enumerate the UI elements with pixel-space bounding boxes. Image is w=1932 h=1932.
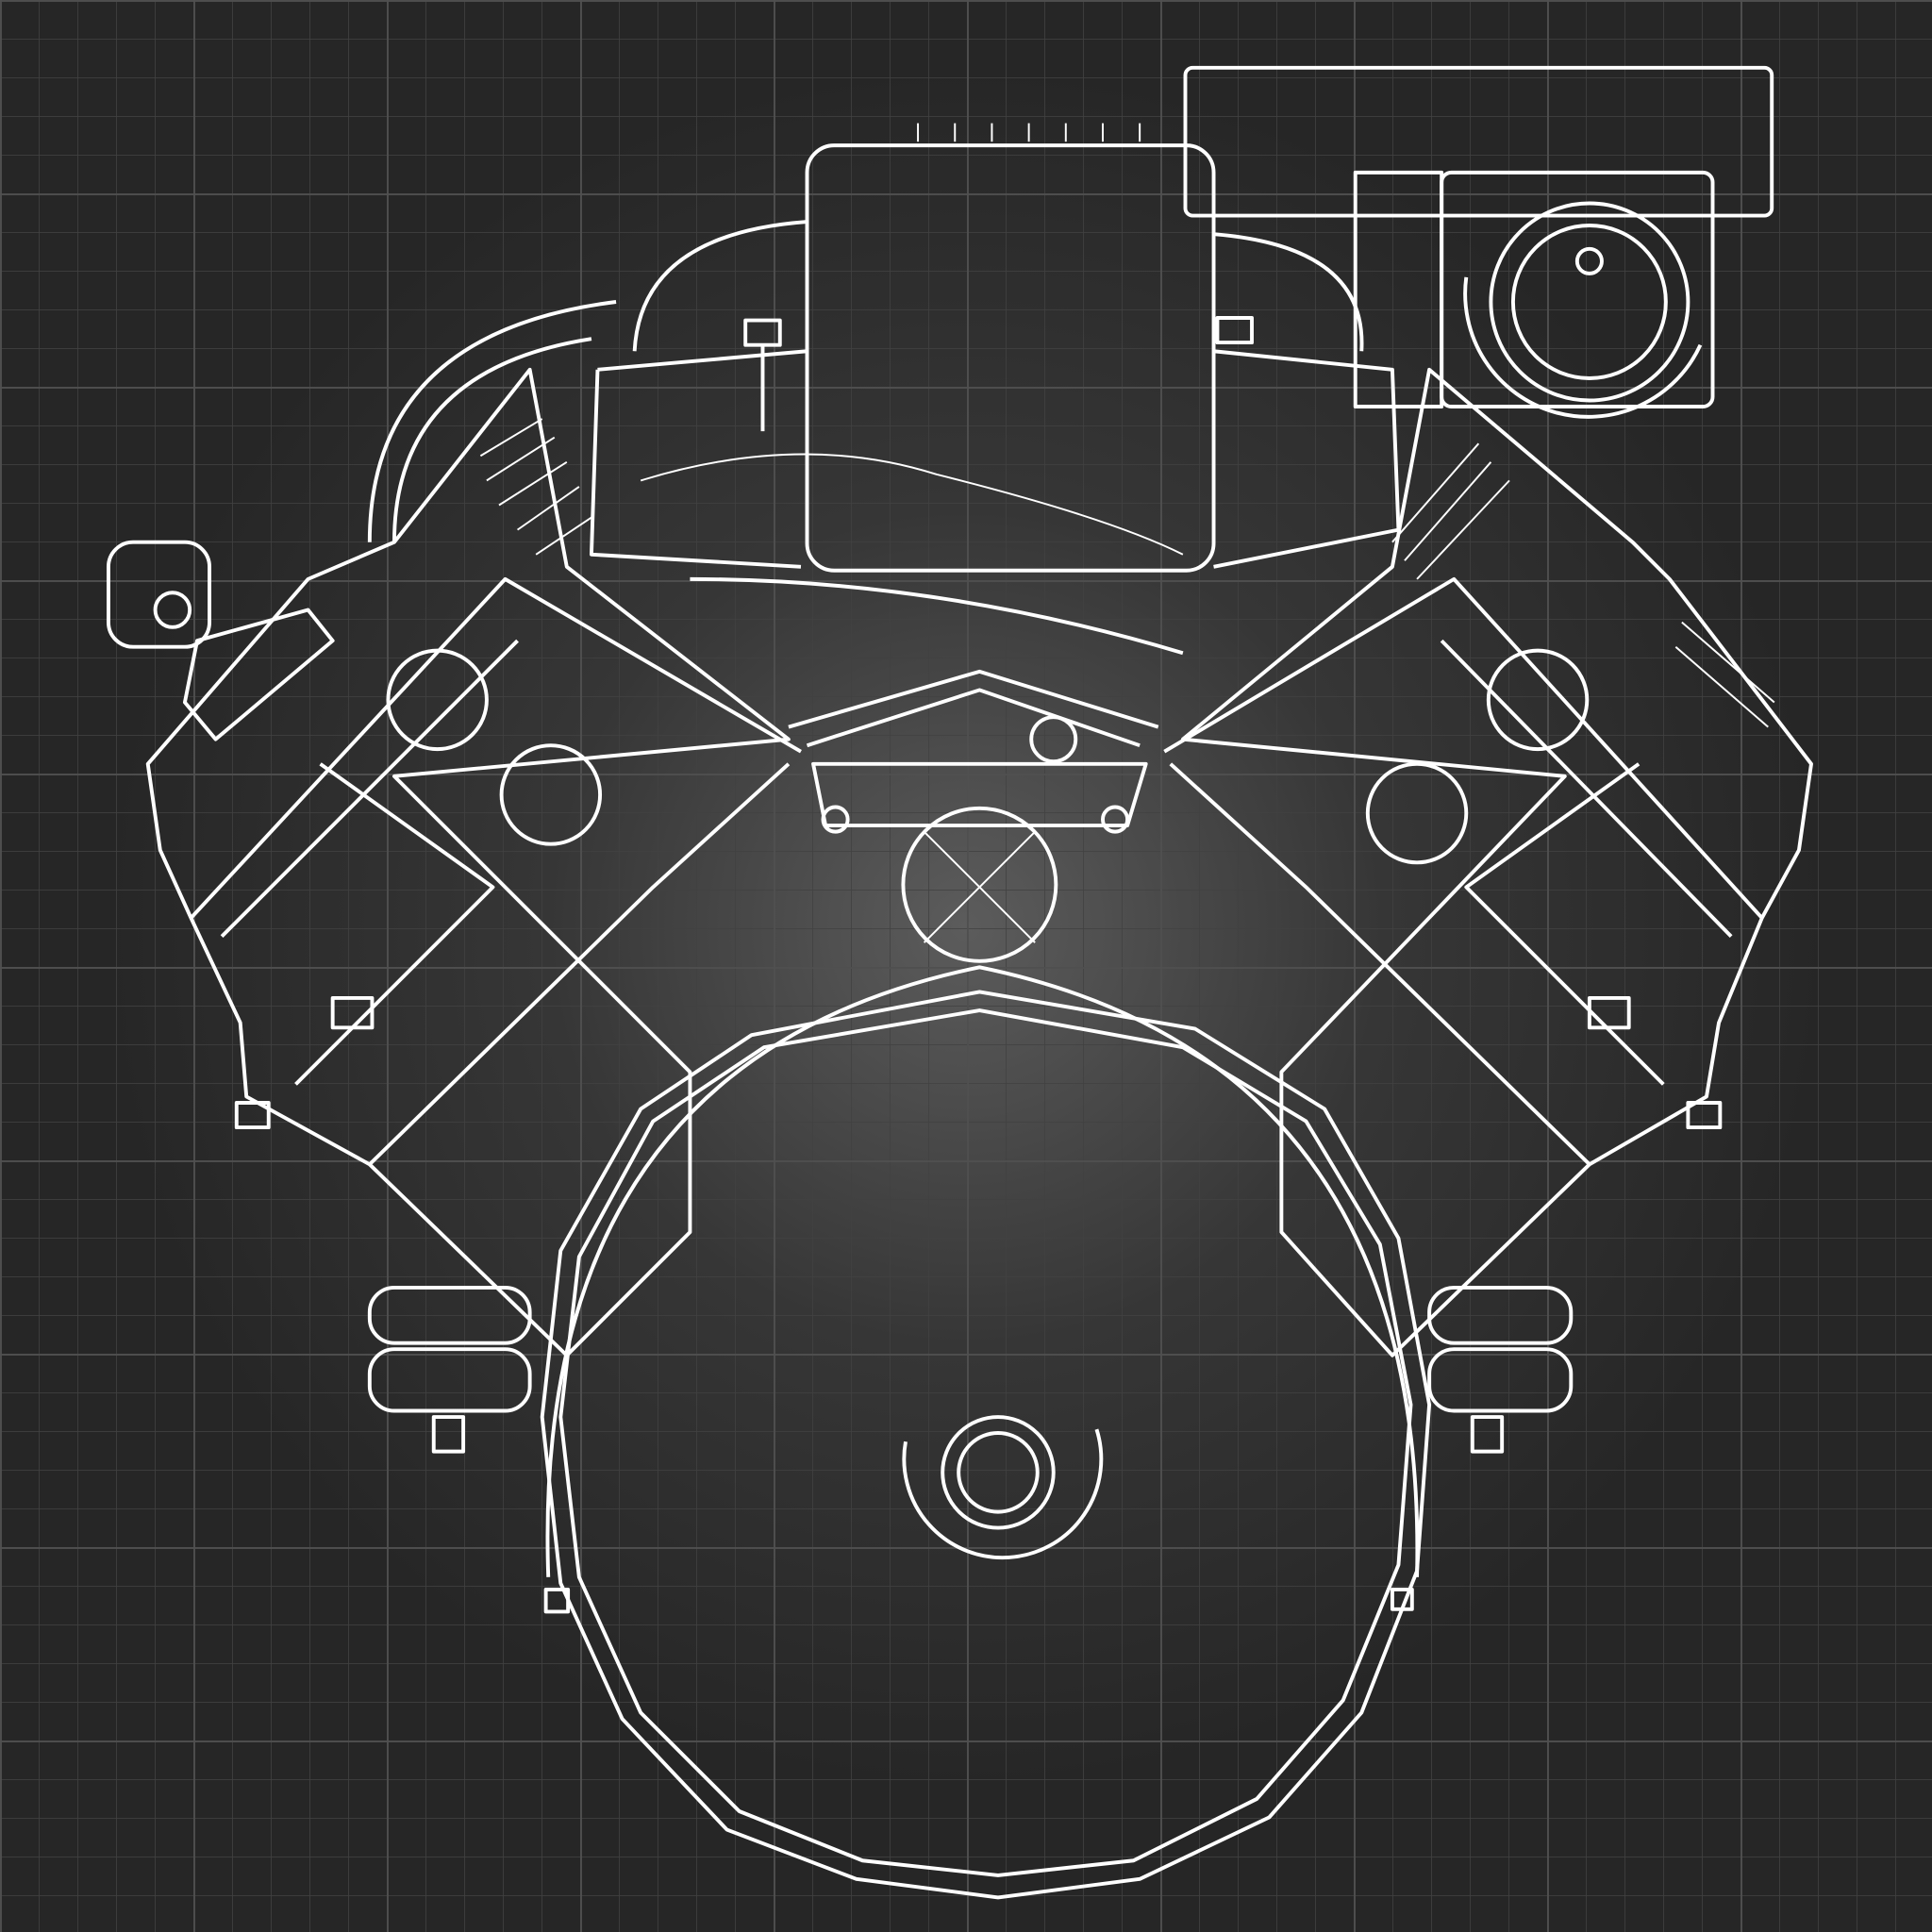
- left-cylinder-bank: [145, 367, 802, 1357]
- air-filter-box: [917, 65, 1774, 408]
- right-cylinder-bank: [1163, 367, 1813, 1357]
- flywheel-housing: [540, 965, 1432, 1900]
- turbo-housing: [1463, 201, 1703, 419]
- distributor: [106, 540, 335, 741]
- crank-pulley: [901, 806, 1058, 963]
- intake-plenum: [367, 143, 1401, 573]
- left-engine-mount: [367, 1285, 532, 1454]
- right-engine-mount: [1427, 1285, 1574, 1454]
- valley-cover: [690, 576, 1184, 834]
